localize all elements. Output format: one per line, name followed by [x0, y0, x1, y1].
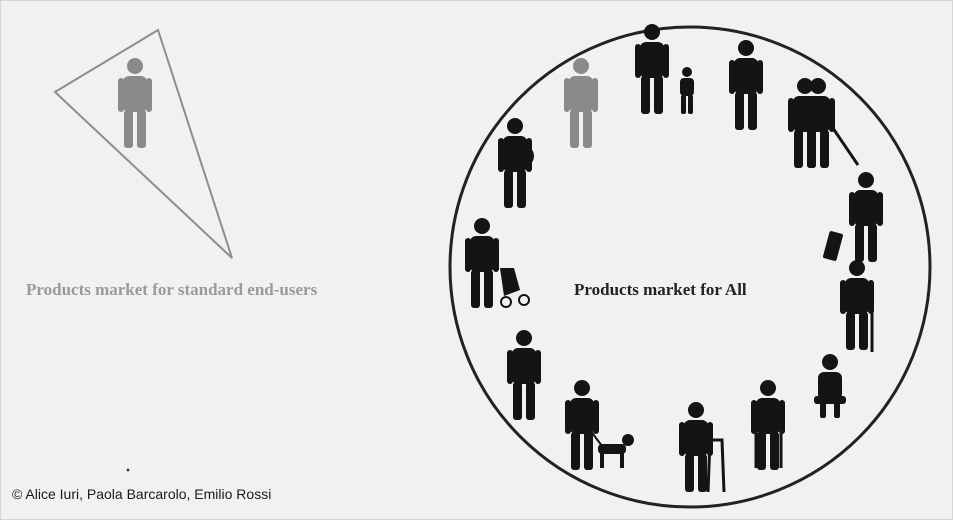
market-for-all-circle	[448, 25, 932, 509]
parent-with-child-icon	[635, 24, 694, 114]
person-hand-on-face-icon	[729, 40, 763, 130]
pregnant-woman-icon	[498, 118, 534, 208]
parent-with-stroller-icon	[465, 218, 530, 308]
standard-person-icon	[564, 58, 598, 148]
person-with-crutches-icon	[751, 380, 785, 470]
stray-dot	[126, 468, 130, 472]
standard-market-sector	[53, 28, 233, 259]
person-with-guide-dog-icon	[565, 380, 634, 470]
copyright-credit: © Alice Iuri, Paola Barcarolo, Emilio Ro…	[12, 486, 272, 502]
person-hand-on-head-icon	[507, 330, 541, 420]
market-for-all-label: Products market for All	[574, 280, 747, 299]
wheelchair-user-icon	[814, 354, 846, 418]
person-with-walker-icon	[679, 402, 726, 493]
standard-market-label: Products market for standard end-users	[26, 280, 318, 299]
standard-person-icon	[118, 58, 152, 148]
traveler-with-luggage-icon	[823, 172, 883, 262]
guided-blind-pair-icon	[788, 78, 860, 168]
elderly-with-cane-icon	[840, 260, 874, 352]
